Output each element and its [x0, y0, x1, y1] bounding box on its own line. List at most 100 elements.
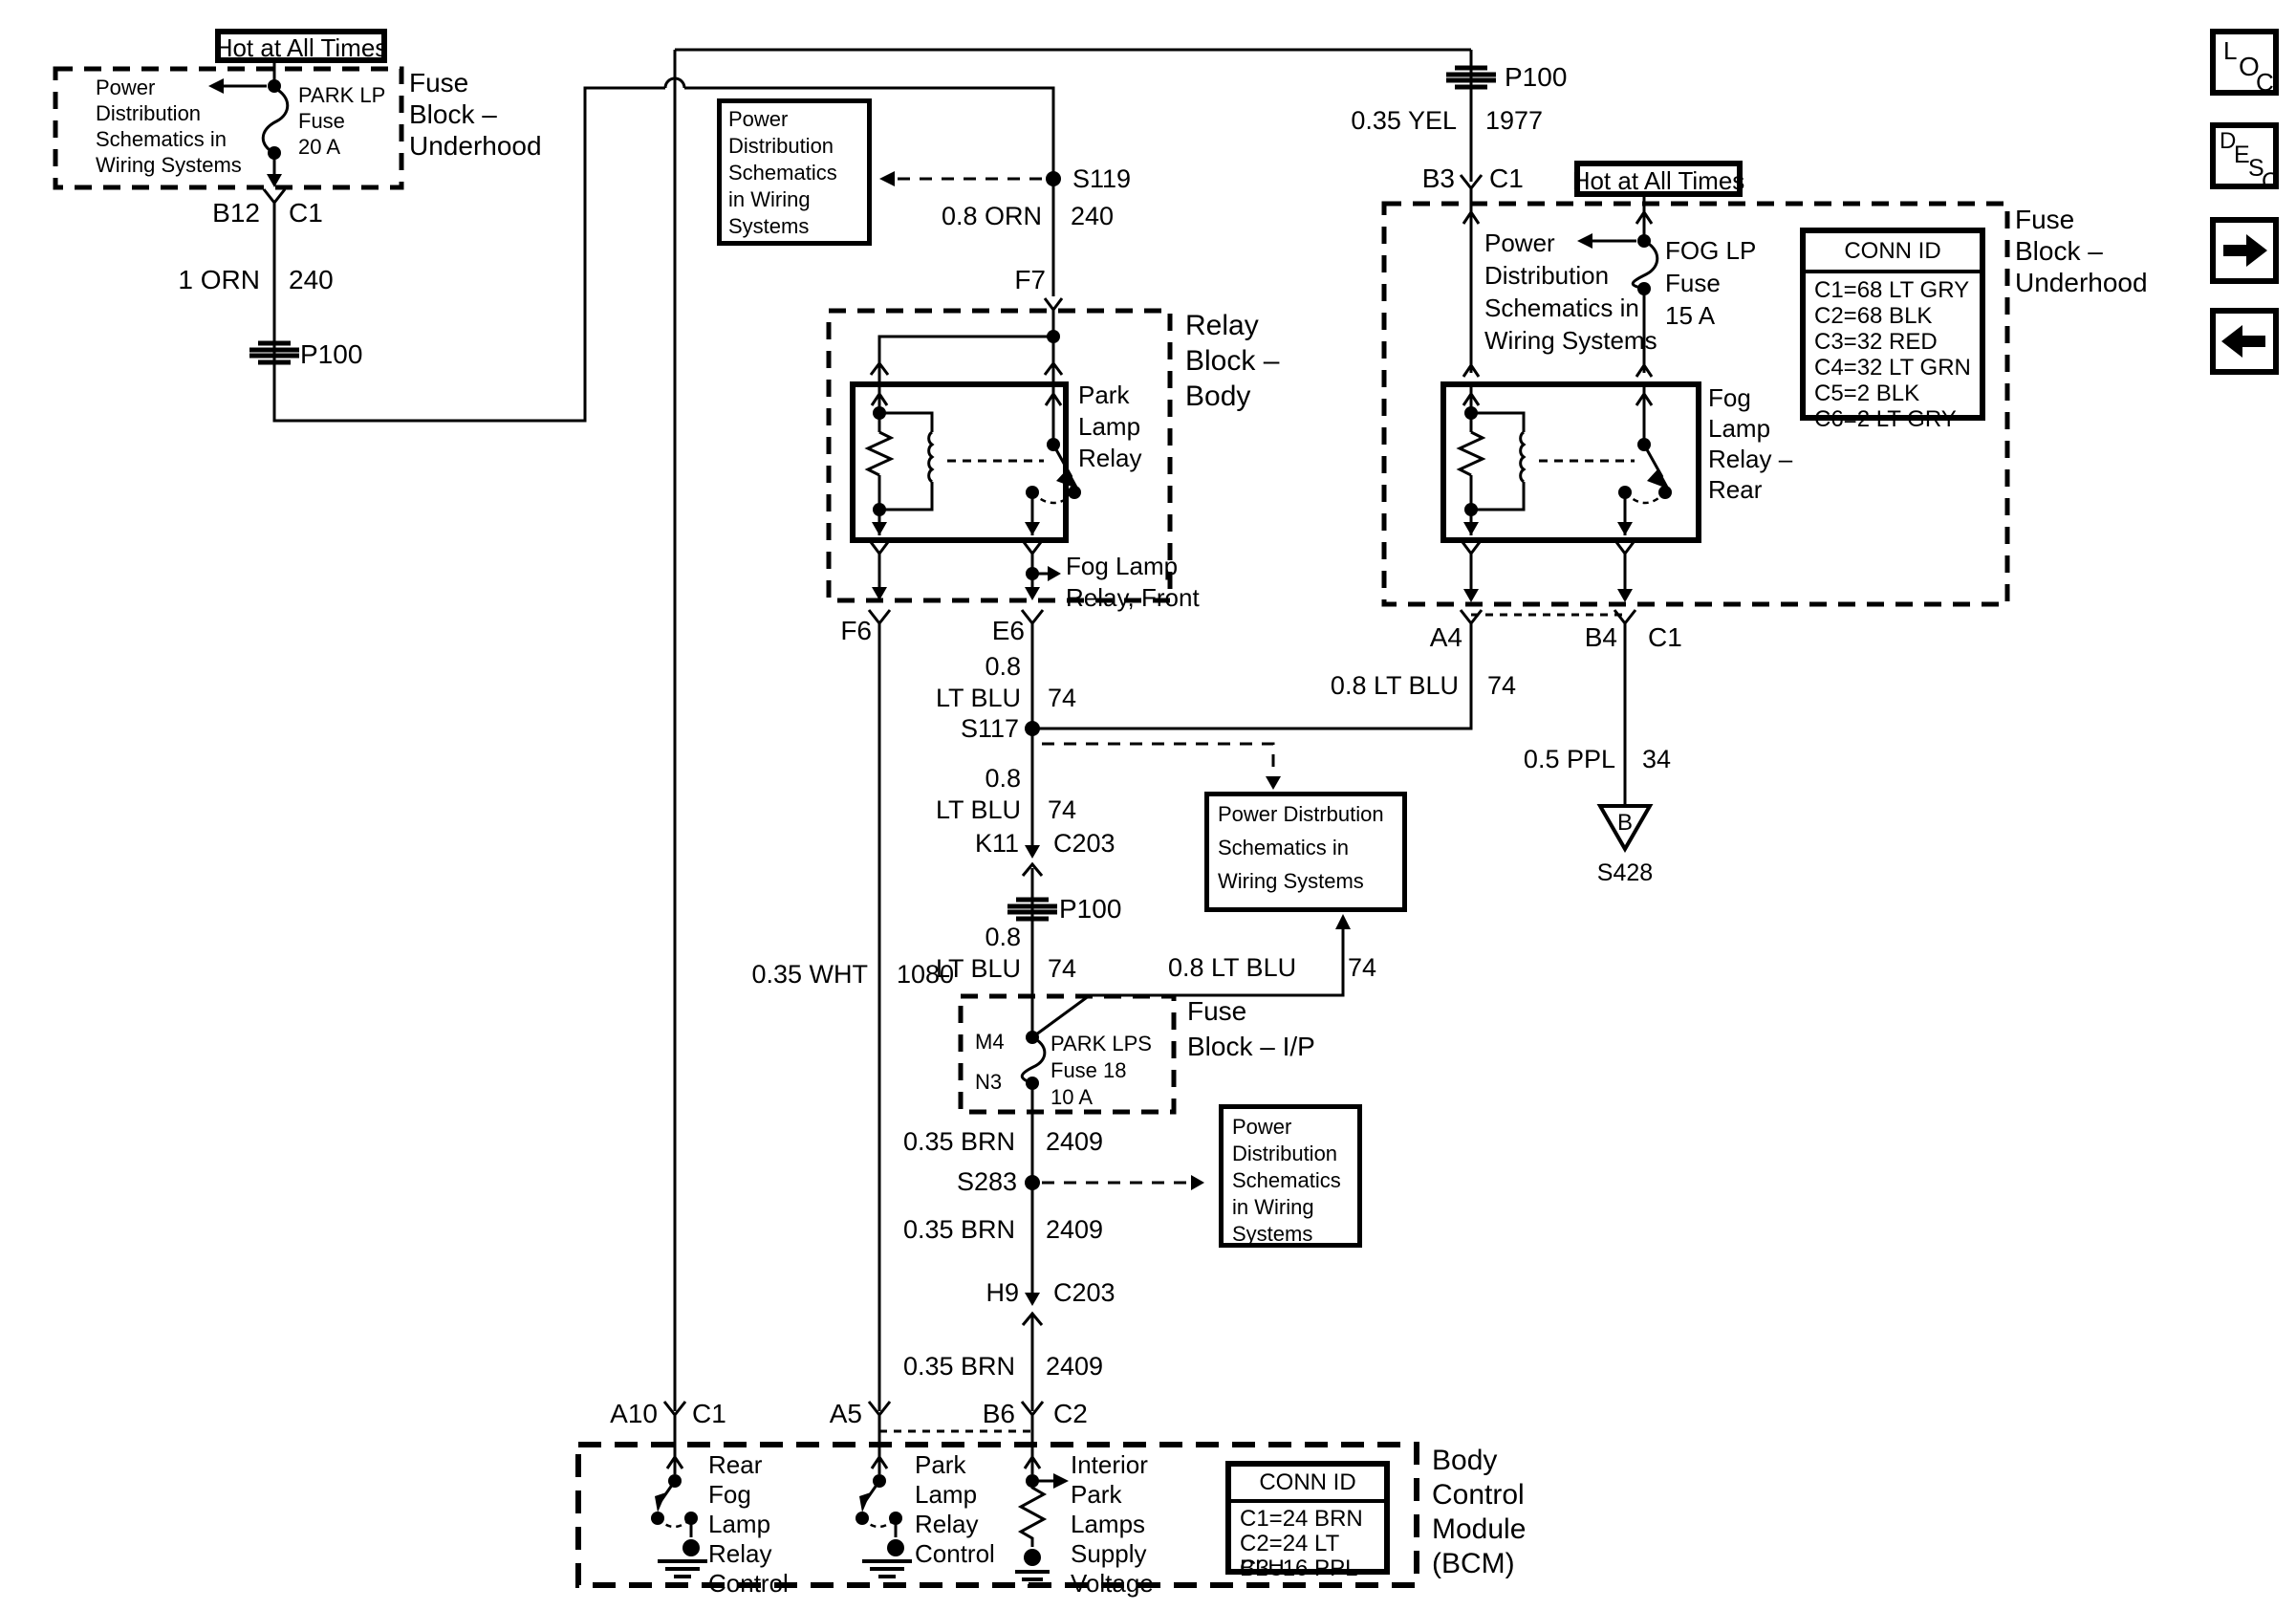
relay-block-title-1: Relay — [1185, 310, 1259, 341]
pd-note-5-line3: Schematics in — [1484, 294, 1639, 322]
park-relay-label-2: Lamp — [1078, 412, 1141, 441]
park-lp-fuse-amps: 20 A — [298, 135, 341, 159]
wire-ltblu-3b: LT BLU — [935, 954, 1021, 983]
pd-note-4-line2: Distribution — [1232, 1142, 1338, 1165]
wire-ltblu-2ckt: 74 — [1048, 795, 1077, 824]
switch-swing-arcs — [657, 491, 1666, 1529]
pin-a4: A4 — [1429, 622, 1462, 652]
park-lp-fuse-name: PARK LP — [298, 83, 386, 107]
wire-ltblu-a4: 0.8 LT BLU — [1330, 671, 1459, 700]
wire-ltblu-2b: LT BLU — [935, 795, 1021, 824]
pin-b6: B6 — [982, 1399, 1015, 1428]
next-page-arrow-icon-glyph — [2223, 234, 2267, 267]
fog-relay-label-2: Lamp — [1708, 414, 1771, 443]
wire-ltblu-branch-ckt: 74 — [1348, 953, 1377, 982]
pd-note-1-line3: Schematics in — [96, 127, 227, 151]
conn-c1-right: C1 — [1489, 163, 1524, 193]
cavity-n3: N3 — [975, 1070, 1003, 1094]
bcm-park-3: Relay — [915, 1510, 979, 1538]
wire-035brn-3: 0.35 BRN — [902, 1352, 1015, 1381]
fog-front-note-2: Relay, Front — [1066, 583, 1200, 612]
pin-a5: A5 — [829, 1399, 862, 1428]
pin-b12: B12 — [212, 198, 260, 228]
connector-row-notches — [879, 613, 1625, 1433]
dashed-boxes — [53, 66, 2010, 1588]
desc-button-letter-S: S — [2248, 155, 2264, 182]
loc-button-letter-C: C — [2256, 68, 2274, 97]
pin-b4: B4 — [1584, 622, 1617, 652]
pin-f7: F7 — [1014, 265, 1046, 294]
pin-h9: H9 — [986, 1278, 1019, 1307]
fuse-block-ip-1: Fuse — [1187, 996, 1247, 1026]
conn-id-table-underhood-row-4: C4=32 LT GRN — [1814, 355, 1971, 381]
bcm-int-5: Voltage — [1071, 1569, 1154, 1598]
previous-page-arrow-icon[interactable] — [2210, 308, 2279, 375]
bcm-park-2: Lamp — [915, 1480, 978, 1509]
relay-block-title-3: Body — [1185, 381, 1251, 412]
p100-label-left: P100 — [300, 339, 363, 369]
wire-035brn-2: 0.35 BRN — [902, 1215, 1015, 1244]
bcm-title-3: Module — [1432, 1513, 1527, 1545]
park-relay-label-1: Park — [1078, 381, 1130, 409]
wire-ltblu-2a: 0.8 — [985, 764, 1021, 793]
wire-035yel-ckt: 1977 — [1485, 106, 1544, 135]
conn-id-table-bcm-row-3: C3=16 PPL — [1240, 1556, 1358, 1581]
desc-button-letter-D: D — [2220, 128, 2237, 154]
bcm-rear-2: Fog — [708, 1480, 751, 1509]
bcm-int-1: Interior — [1071, 1450, 1148, 1479]
park-lps-fuse-1: PARK LPS — [1051, 1032, 1152, 1055]
pd-note-2-line1: Power — [728, 107, 789, 131]
pd-note-4-line3: Schematics — [1232, 1168, 1341, 1192]
hot-at-all-times-box-2 — [1574, 161, 1743, 197]
pin-b3: B3 — [1421, 163, 1455, 193]
bcm-rear-1: Rear — [708, 1450, 763, 1479]
splice-s117: S117 — [960, 714, 1019, 743]
power-dist-note-box-middle — [717, 98, 872, 246]
pin-k11: K11 — [974, 829, 1019, 858]
wire-ltblu-a4-ckt: 74 — [1487, 671, 1517, 700]
terminal-symbols — [262, 174, 1654, 1469]
wire-1orn: 1 ORN — [178, 265, 260, 294]
bcm-title-1: Body — [1432, 1445, 1498, 1476]
pd-note-2-line5: Systems — [728, 214, 810, 238]
dashed-reference-lines — [895, 177, 1275, 1185]
wire-08orn: 0.8 ORN — [941, 202, 1042, 230]
pd-note-2-line3: Schematics — [728, 161, 837, 185]
cavity-m4: M4 — [975, 1030, 1005, 1054]
p100-label-mid: P100 — [1059, 894, 1122, 924]
fog-relay-label-3: Relay – — [1708, 445, 1793, 473]
splice-s283: S283 — [956, 1167, 1017, 1196]
conn-id-table-underhood-row-1: C1=68 LT GRY — [1814, 277, 1970, 303]
next-page-arrow-icon[interactable] — [2210, 217, 2279, 284]
wire-ltblu-3ckt: 74 — [1048, 954, 1077, 983]
fuse-block-uh2-line1: Fuse — [2015, 205, 2075, 234]
power-dist-note-box-s117 — [1204, 792, 1407, 912]
wire-05ppl: 0.5 PPL — [1523, 745, 1615, 773]
splice-s428: S428 — [1596, 859, 1654, 886]
arrowheads — [208, 78, 1670, 1512]
conn-c1-bcm: C1 — [692, 1399, 726, 1428]
fog-lp-fuse-2: Fuse — [1665, 269, 1721, 297]
conn-c2: C2 — [1053, 1399, 1088, 1428]
park-lps-fuse-3: 10 A — [1051, 1085, 1094, 1109]
pd-note-1-line1: Power — [96, 76, 156, 99]
fog-lp-fuse-3: 15 A — [1665, 301, 1716, 330]
fuse-block-uh2-line2: Block – — [2015, 236, 2103, 266]
wire-ltblu-3a: 0.8 — [985, 923, 1021, 951]
pd-note-4-line4: in Wiring — [1232, 1195, 1314, 1219]
wire-05ppl-ckt: 34 — [1642, 745, 1672, 773]
pd-note-5-line4: Wiring Systems — [1484, 326, 1657, 355]
splice-pack-letter: B — [1616, 810, 1634, 836]
hot-at-all-times-box-1 — [215, 29, 387, 63]
fog-front-note-1: Fog Lamp — [1066, 552, 1179, 580]
wire-08orn-ckt: 240 — [1071, 202, 1115, 230]
wire-035wht-ckt: 1080 — [897, 960, 955, 989]
bcm-title-4: (BCM) — [1432, 1548, 1515, 1579]
wire-035brn-1: 0.35 BRN — [902, 1127, 1015, 1156]
fuse-block-uh1-line3: Underhood — [409, 131, 542, 161]
conn-c203-1: C203 — [1053, 829, 1116, 858]
